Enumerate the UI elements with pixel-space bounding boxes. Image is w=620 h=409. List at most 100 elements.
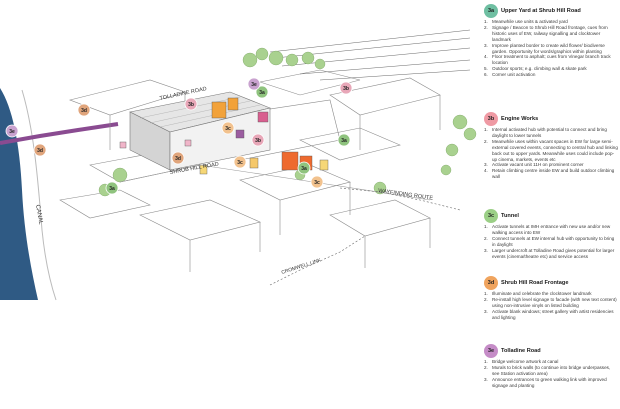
- map-markers: 3a 3a 3a 3a 3b 3b 3b 3c 3c 3c 3d 3d 3d 3e 3e: [5, 77, 353, 195]
- svg-text:3a: 3a: [259, 90, 265, 96]
- legend-item-number: 5.: [484, 66, 488, 72]
- wayfinding-route-path: [339, 187, 461, 211]
- legend-item: 2. Connect tunnels at EW internal hub wit…: [484, 236, 618, 248]
- legend-item-number: 1.: [484, 224, 488, 229]
- legend-item-text: Activate blank windows; street gallery w…: [492, 308, 614, 320]
- legend-item-text: Meanwhile use units & activated yard: [492, 19, 568, 24]
- legend-item-number: 2.: [484, 296, 488, 302]
- legend-item: 1.Meanwhile use units & activated yard: [484, 19, 618, 25]
- svg-text:3a: 3a: [301, 166, 307, 172]
- map-marker-3c: 3c: [233, 155, 247, 169]
- legend-item-number: 1.: [484, 359, 488, 364]
- svg-text:3d: 3d: [37, 148, 43, 154]
- legend-item-text: Corner unit activation: [492, 72, 536, 78]
- legend-item-text: Connect tunnels at EW internal hub with …: [492, 235, 615, 247]
- legend-item-text: Bridge welcome artwork at canal: [492, 359, 559, 364]
- map-marker-3b: 3b: [339, 81, 353, 95]
- legend-item: 2. Murals to brick walls (to continue int…: [484, 365, 618, 377]
- svg-text:3e: 3e: [251, 82, 257, 88]
- legend-item-number: 2.: [484, 24, 488, 30]
- svg-text:3c: 3c: [225, 126, 231, 132]
- legend-item-text: Improve planted border to create wild fl…: [492, 42, 605, 54]
- legend-item-number: 3.: [484, 308, 488, 314]
- cromwell-link-label: CROMWELL LINK: [281, 257, 323, 276]
- legend-item-text: Activate tunnels at IMH entrance with ne…: [492, 224, 611, 235]
- svg-text:3a: 3a: [109, 186, 115, 192]
- map-marker-3e: 3e: [247, 77, 261, 91]
- map-marker-3d: 3d: [33, 143, 47, 157]
- map-marker-3d: 3d: [77, 103, 91, 117]
- legend-item-number: 4.: [484, 54, 488, 60]
- canal-water: [0, 88, 38, 300]
- legend-item-number: 2.: [484, 364, 488, 370]
- legend-item-text: Murals to brick walls (to continue into …: [492, 364, 611, 376]
- legend-item-list: 1.Internal activated hub with potential …: [484, 127, 618, 180]
- legend-item-text: Meanwhile uses within vacant spaces in E…: [492, 138, 618, 162]
- legend-item-number: 3.: [484, 376, 488, 382]
- legend-item-number: 6.: [484, 72, 488, 78]
- legend-item: 6. Corner unit activation: [484, 72, 618, 78]
- legend-item: 3.Larger undercroft at Tolladine Road gi…: [484, 248, 618, 260]
- trees: [98, 47, 477, 197]
- legend-item-number: 3.: [484, 162, 488, 168]
- legend-badge: 3a: [484, 4, 498, 18]
- legend-section-title: Engine Works: [501, 116, 539, 122]
- legend-badge: 3b: [484, 112, 498, 126]
- map-marker-3a: 3a: [255, 85, 269, 99]
- map-marker-3d: 3d: [171, 151, 185, 165]
- map-marker-3a: 3a: [337, 133, 351, 147]
- legend-item-number: 2.: [484, 138, 488, 144]
- legend-item-text: Larger undercroft at Tolladine Road give…: [492, 247, 615, 259]
- legend-item: 3.Announce entrances to green walking li…: [484, 377, 618, 389]
- svg-text:3a: 3a: [341, 138, 347, 144]
- canal-bank: [21, 89, 57, 301]
- legend-item-text: Signage / Beacon to Shrub Hill Road fron…: [492, 24, 608, 42]
- legend-item-number: 2.: [484, 235, 488, 241]
- legend-section-title: Tunnel: [501, 213, 519, 219]
- legend-item-text: Floor treatment to asphalt; cues from Vi…: [492, 54, 611, 66]
- legend-badge: 3c: [484, 209, 498, 223]
- svg-text:3b: 3b: [188, 102, 194, 108]
- svg-text:3c: 3c: [314, 180, 320, 186]
- map-marker-3b: 3b: [251, 133, 265, 147]
- legend-section-title: Upper Yard at Shrub Hill Road: [501, 8, 581, 14]
- legend-section-title: Tolladine Road: [501, 348, 541, 354]
- masterplan-sketch: CANAL: [0, 29, 477, 301]
- legend-item: 2.Re-install high level signage to facad…: [484, 297, 618, 309]
- svg-text:3d: 3d: [81, 108, 87, 114]
- legend-item-number: 3.: [484, 42, 488, 48]
- legend-section-title: Shrub Hill Road Frontage: [501, 280, 569, 286]
- map-marker-3b: 3b: [184, 97, 198, 111]
- svg-text:3d: 3d: [175, 156, 181, 162]
- legend-item: 1.Internal activated hub with potential …: [484, 127, 618, 139]
- legend-item: 2. Signage / Beacon to Shrub Hill Road fr…: [484, 25, 618, 43]
- legend-badge: 3e: [484, 344, 498, 358]
- legend-item-number: 1.: [484, 127, 488, 132]
- legend-badge: 3d: [484, 276, 498, 290]
- legend-item: 3.Activate vacant unit 11H on prominent …: [484, 162, 618, 168]
- legend-item: 4. Floor treatment to asphalt; cues from …: [484, 54, 618, 66]
- legend-item: 3. Activate blank windows; street gallery…: [484, 309, 618, 321]
- tolladine-route: [0, 122, 119, 145]
- legend-item: 1. Bridge welcome artwork at canal: [484, 359, 618, 365]
- svg-text:3e: 3e: [9, 129, 15, 135]
- legend-item-number: 1.: [484, 291, 488, 296]
- map-marker-3c: 3c: [221, 121, 235, 135]
- svg-text:3b: 3b: [343, 86, 349, 92]
- legend-item: 4.Retain climbing centre inside EW and b…: [484, 168, 618, 180]
- legend-item-text: Outdoor sports; e.g. climbing wall & ska…: [492, 66, 587, 72]
- legend-item-list: 1. Bridge welcome artwork at canal 2. Mural…: [484, 359, 618, 389]
- railway-lines: [269, 29, 471, 81]
- svg-text:3b: 3b: [255, 138, 261, 144]
- legend-item: 1.Illuminate and celebrate the clocktowe…: [484, 291, 618, 297]
